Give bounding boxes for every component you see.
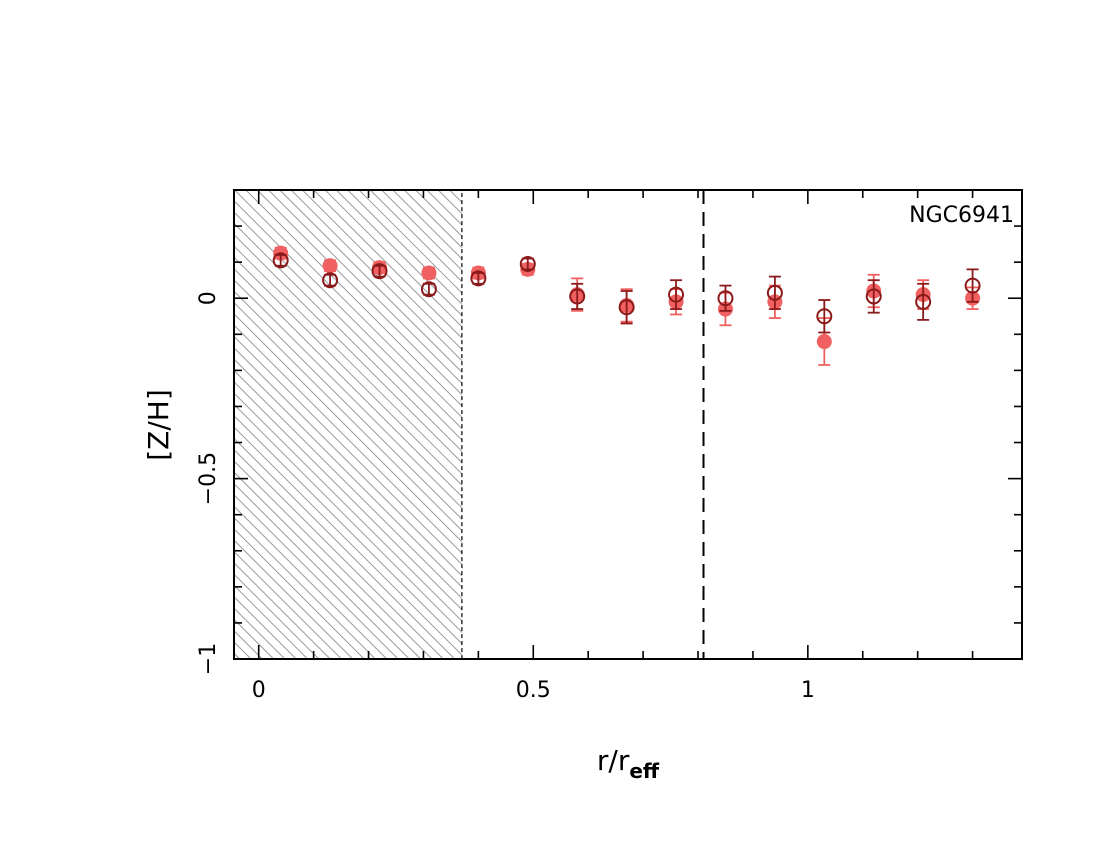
data-point-open <box>272 252 289 269</box>
data-point-open <box>766 284 783 301</box>
x-tick-label: 1 <box>801 678 815 703</box>
y-tick-labels: 0 −0.5 −1 <box>196 291 221 675</box>
data-point-open <box>470 270 487 287</box>
y-tick-label: −0.5 <box>196 452 221 505</box>
y-axis-label: [Z/H] <box>142 389 175 461</box>
data-point-open <box>865 288 882 305</box>
data-point-open <box>371 263 388 280</box>
data-point-open <box>668 286 685 303</box>
data-point-filled <box>816 334 832 350</box>
data-markers <box>272 245 981 366</box>
x-tick-label: 0 <box>252 678 266 703</box>
plot-frame <box>233 189 1023 660</box>
data-point-open <box>618 299 635 316</box>
data-point-open <box>569 288 586 305</box>
y-tick-label: −1 <box>196 643 221 675</box>
data-point-open <box>964 277 981 294</box>
data-point-filled <box>421 265 437 281</box>
galaxy-name-label: NGC6941 <box>909 203 1014 228</box>
x-axis-label: r/reff <box>597 744 660 783</box>
x-axis-label-main: r/r <box>597 744 630 777</box>
shaded-region <box>233 189 463 660</box>
data-point-open <box>519 255 536 272</box>
data-point-open <box>816 308 833 325</box>
data-point-open <box>322 272 339 289</box>
data-point-open <box>717 290 734 307</box>
x-axis-label-subscript: eff <box>629 759 660 783</box>
data-point-open <box>915 293 932 310</box>
x-tick-label: 0.5 <box>516 678 551 703</box>
plot-area <box>233 189 1023 660</box>
y-tick-label: 0 <box>196 291 221 305</box>
series-2 <box>272 252 981 334</box>
data-point-filled <box>322 258 338 274</box>
data-point-open <box>420 281 437 298</box>
